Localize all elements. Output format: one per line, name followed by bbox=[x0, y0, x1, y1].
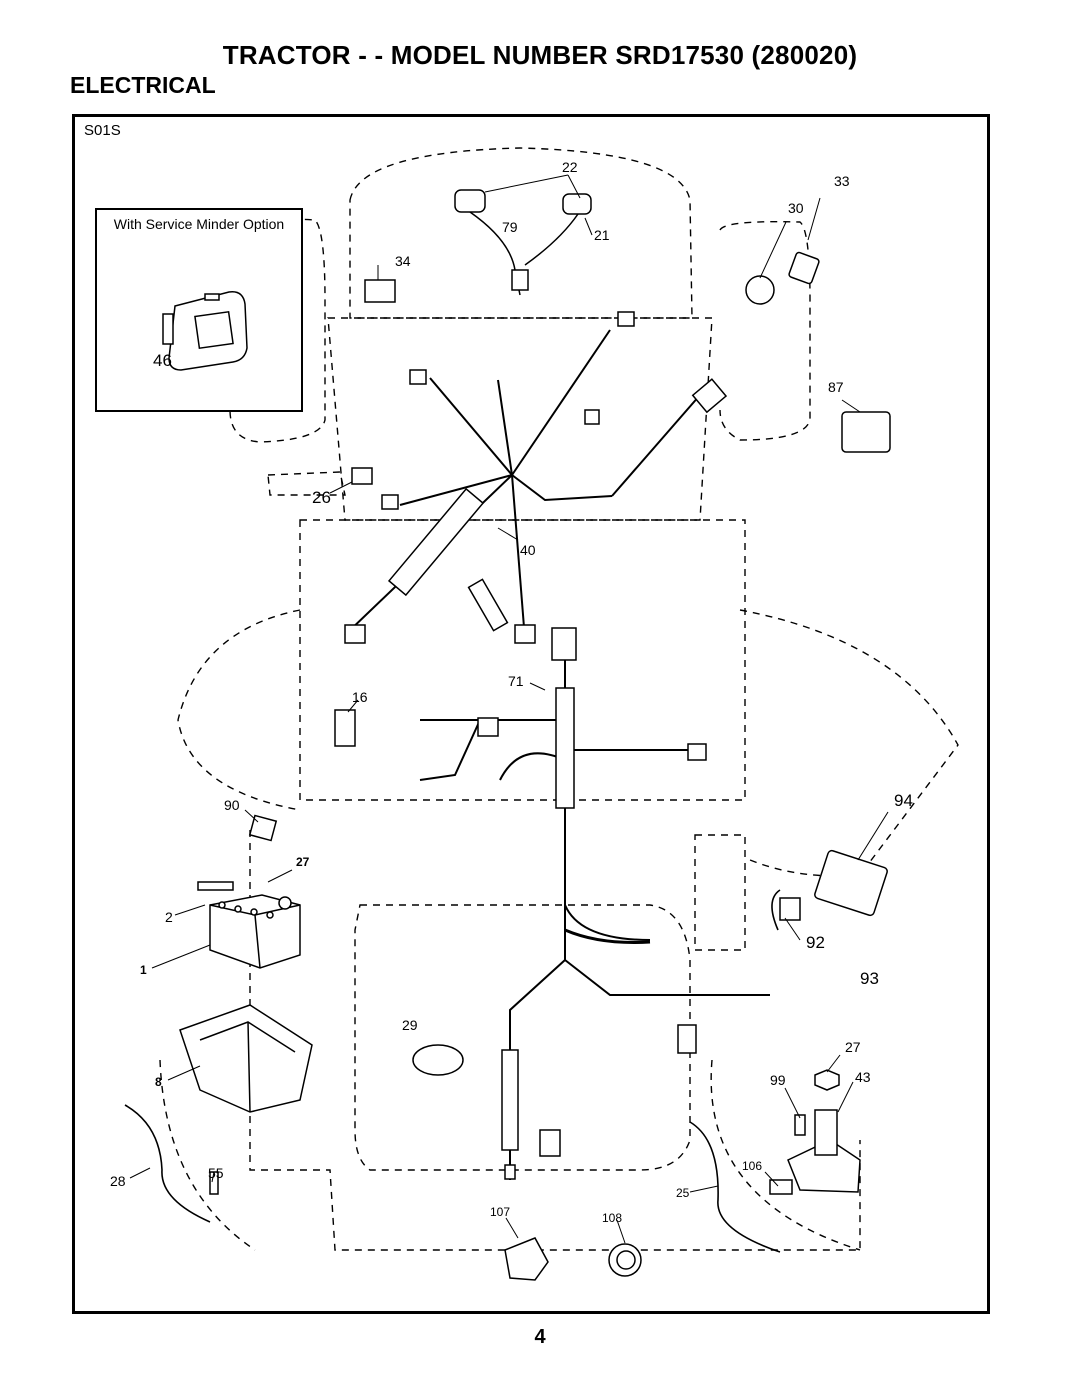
inset-label: With Service Minder Option bbox=[113, 216, 285, 232]
callout-40: 40 bbox=[520, 542, 536, 558]
callout-87: 87 bbox=[828, 379, 844, 395]
callout-30: 30 bbox=[788, 200, 804, 216]
callout-26: 26 bbox=[312, 488, 331, 507]
callout-55: 55 bbox=[208, 1165, 224, 1181]
callout-90: 90 bbox=[224, 797, 240, 813]
diagram-code: S01S bbox=[84, 122, 121, 139]
callout-106: 106 bbox=[742, 1159, 762, 1173]
diagram-frame bbox=[72, 114, 990, 1314]
page-number: 4 bbox=[534, 1326, 546, 1348]
cables bbox=[124, 889, 781, 1253]
callout-29: 29 bbox=[402, 1017, 418, 1033]
svg-text:46: 46 bbox=[153, 351, 172, 370]
components bbox=[171, 189, 891, 1281]
callout-28: 28 bbox=[110, 1173, 126, 1189]
section-heading: ELECTRICAL bbox=[70, 72, 216, 98]
callout-107: 107 bbox=[490, 1205, 510, 1219]
callout-71: 71 bbox=[508, 673, 524, 689]
callout-99: 99 bbox=[770, 1072, 786, 1088]
service-minder-part: 46 bbox=[153, 291, 248, 371]
callout-8: 8 bbox=[155, 1075, 162, 1089]
callout-2: 2 bbox=[165, 909, 173, 925]
callout-1: 1 bbox=[140, 963, 147, 977]
page-title: TRACTOR - - MODEL NUMBER SRD17530 (28002… bbox=[222, 40, 858, 70]
callout-33: 33 bbox=[834, 173, 850, 189]
callout-34: 34 bbox=[395, 253, 411, 269]
callout-43: 43 bbox=[855, 1069, 871, 1085]
callout-93: 93 bbox=[860, 969, 879, 988]
callout-79: 79 bbox=[502, 219, 518, 235]
callout-21: 21 bbox=[594, 227, 610, 243]
service-minder-inset: With Service Minder Option 46 bbox=[95, 208, 303, 412]
callout-25: 25 bbox=[676, 1186, 690, 1200]
callout-108: 108 bbox=[602, 1211, 622, 1225]
callout-27: 27 bbox=[845, 1039, 861, 1055]
callout-94: 94 bbox=[894, 791, 913, 810]
callout-16: 16 bbox=[352, 689, 368, 705]
callout-27-top: 27 bbox=[296, 855, 310, 869]
callout-22: 22 bbox=[562, 159, 578, 175]
tractor-outline bbox=[159, 147, 959, 1251]
callout-92: 92 bbox=[806, 933, 825, 952]
callout-leaders bbox=[129, 174, 889, 1244]
